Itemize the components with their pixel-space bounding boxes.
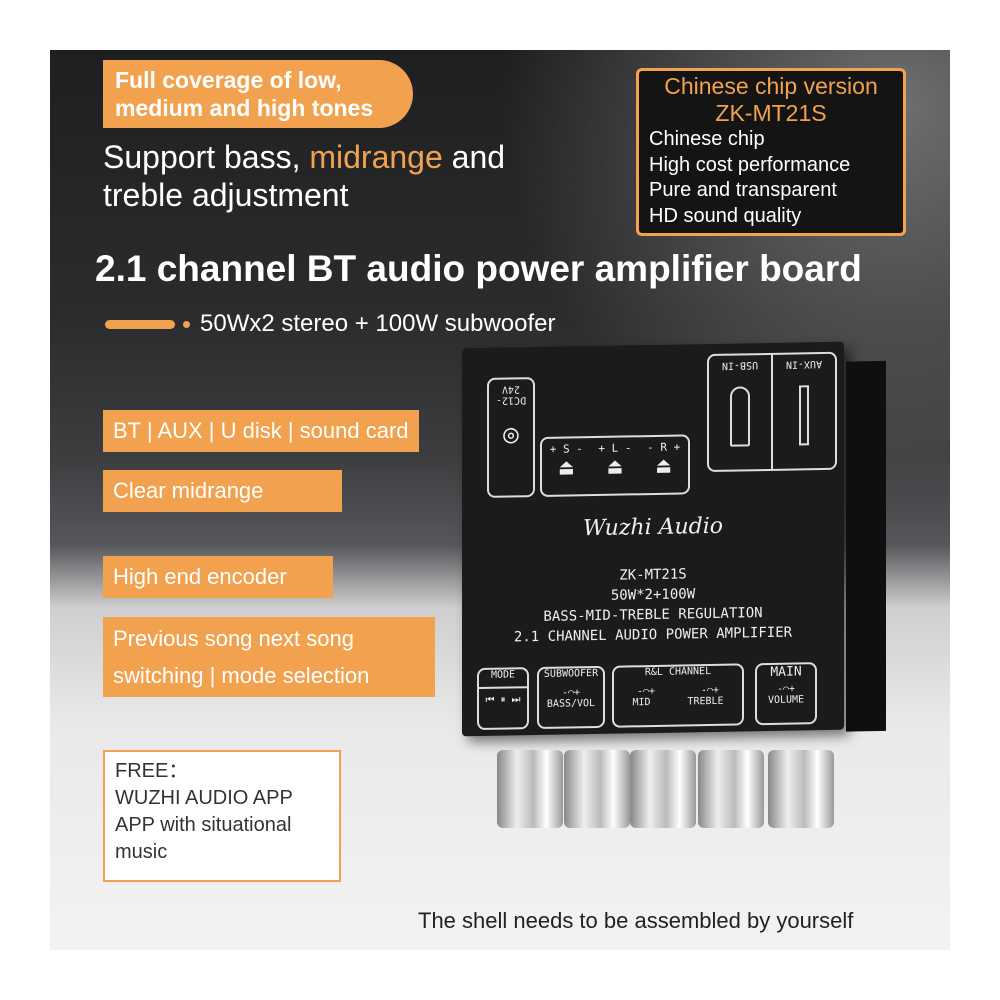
subline: 50Wx2 stereo + 100W subwoofer	[105, 310, 556, 338]
usb-port: USB-IN	[709, 354, 773, 471]
free-line: WUZHI AUDIO APP	[115, 787, 293, 809]
bass-vol-label: BASS/VOL	[546, 698, 596, 710]
mid-label: MID	[632, 697, 651, 709]
free-label: FREE：	[115, 760, 189, 782]
chip-title: Chinese chip version	[664, 73, 878, 99]
board-power-rating: 50W*2+100W	[610, 586, 696, 604]
free-app-box: FREE： WUZHI AUDIO APP APP with situation…	[103, 750, 341, 882]
speaker-l: + L -⏏	[598, 441, 631, 494]
speaker-icon: ⏏	[559, 455, 573, 481]
feature-tag: Previous song next song switching | mode…	[103, 617, 435, 697]
chip-line: Pure and transparent	[649, 179, 837, 201]
footer-note: The shell needs to be assembled by yours…	[418, 908, 854, 933]
accent-bar	[105, 319, 175, 329]
feature-tag: Clear midrange	[103, 470, 342, 512]
speaker-icon: ⏏	[608, 454, 622, 480]
speaker-label: + L -	[598, 441, 632, 455]
rl-label: R&L CHANNEL	[644, 665, 712, 679]
input-panel: USB-IN AUX-IN	[707, 351, 837, 473]
pill-line: medium and high tones	[115, 95, 374, 121]
support-highlight: midrange	[309, 139, 443, 175]
power-jack-panel: DC12-24V ◎	[487, 377, 535, 498]
main-control-label: MAIN-⌒+VOLUME	[755, 662, 817, 726]
accent-dot	[183, 320, 190, 328]
mode-control-label: MODE ⏮ ⏸ ⏭	[477, 667, 529, 731]
headline: 2.1 channel BT audio power amplifier boa…	[95, 248, 862, 289]
aux-label: AUX-IN	[785, 358, 823, 370]
feature-line: switching | mode selection	[113, 663, 370, 688]
mid-knob[interactable]	[630, 750, 696, 828]
aux-port: AUX-IN	[773, 354, 835, 469]
free-line: APP with situational	[115, 814, 292, 836]
usb-label: USB-IN	[721, 359, 759, 371]
board-side-pcb	[846, 360, 886, 732]
subwoofer-control-label: SUBWOOFER-⌒+BASS/VOL	[537, 665, 605, 730]
chip-line: High cost performance	[649, 153, 851, 176]
usb-icon	[730, 386, 750, 447]
pill-line: Full coverage of low,	[115, 67, 342, 93]
speaker-r: - R +⏏	[647, 441, 680, 494]
board-brand-logo: Wuzhi Audio	[582, 513, 724, 542]
mode-label: MODE	[490, 669, 516, 681]
speaker-s: + S -⏏	[550, 442, 583, 495]
subwoofer-knob[interactable]	[497, 750, 563, 828]
support-text: Support bass, midrange and treble adjust…	[103, 138, 505, 214]
coverage-pill: Full coverage of low, medium and high to…	[103, 60, 413, 128]
feature-line: Previous song next song	[113, 626, 354, 651]
board-model: ZK-MT21S	[619, 566, 687, 584]
subline-text: 50Wx2 stereo + 100W subwoofer	[200, 310, 556, 337]
subwoofer-label: SUBWOOFER	[543, 667, 599, 680]
chip-version-box: Chinese chip version ZK-MT21S Chinese ch…	[636, 68, 906, 236]
power-jack-icon: ◎	[503, 419, 519, 450]
chip-model: ZK-MT21S	[715, 100, 827, 126]
speaker-label: - R +	[647, 440, 681, 455]
feature-tag: High end encoder	[103, 556, 333, 598]
product-banner: Full coverage of low, medium and high to…	[50, 50, 950, 950]
bass-vol-knob[interactable]	[564, 750, 630, 828]
support-part: Support bass,	[103, 139, 310, 175]
speaker-label: + S -	[549, 442, 583, 456]
amplifier-board: DC12-24V ◎ + S -⏏ + L -⏏ - R +⏏ USB-IN A…	[462, 341, 886, 737]
free-line: music	[115, 841, 168, 863]
chip-line: HD sound quality	[649, 204, 802, 227]
treble-label: TREBLE	[687, 695, 724, 708]
media-controls-icon: ⏮ ⏸ ⏭	[479, 686, 527, 707]
support-line: treble adjustment	[103, 177, 349, 213]
chip-line: Chinese chip	[649, 128, 765, 150]
speaker-terminals-panel: + S -⏏ + L -⏏ - R +⏏	[540, 434, 690, 497]
feature-tag: BT | AUX | U disk | sound card	[103, 410, 419, 452]
board-description: 2.1 CHANNEL AUDIO POWER AMPLIFIER	[513, 624, 793, 646]
aux-jack-icon	[799, 385, 809, 446]
volume-knob[interactable]	[768, 750, 834, 828]
support-part: and	[442, 139, 506, 175]
speaker-icon: ⏏	[657, 453, 671, 479]
board-regulation: BASS-MID-TREBLE REGULATION	[543, 605, 763, 625]
power-label: DC12-24V	[495, 383, 527, 406]
main-label: MAIN	[770, 664, 802, 680]
volume-label: VOLUME	[767, 694, 805, 706]
treble-knob[interactable]	[698, 750, 764, 828]
